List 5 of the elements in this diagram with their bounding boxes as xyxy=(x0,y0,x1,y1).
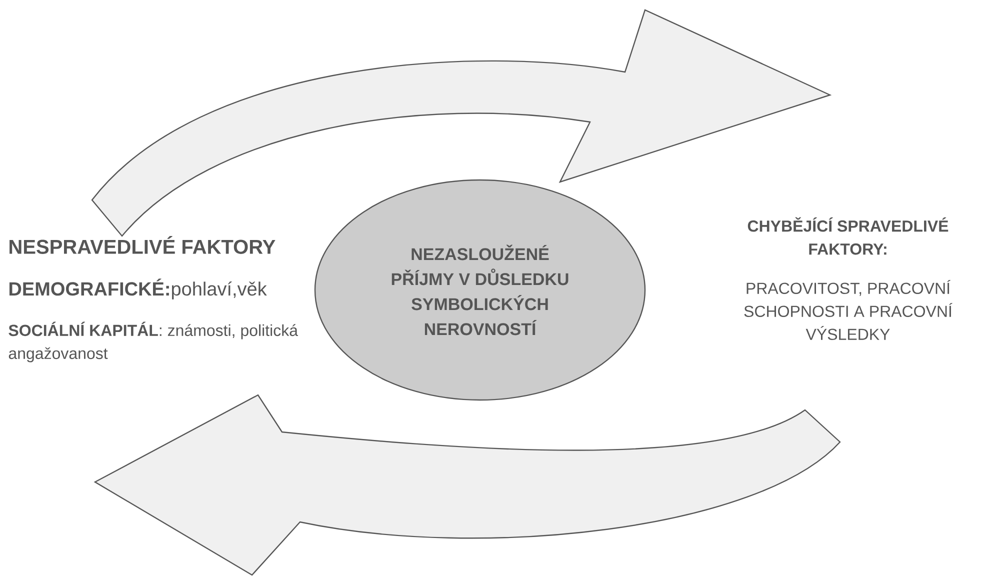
heading: NESPRAVEDLIVÉ FAKTORY xyxy=(10,236,276,254)
heading: CHYBĚJÍCÍ SPRAVEDLIVÉ FAKTORY: xyxy=(748,217,948,255)
label: SOCIÁLNÍ KAPITÁL: známosti, politická angažovanost xyxy=(8,322,298,362)
label: PRACOVITOST, PRACOVNÍ SCHOPNOSTI A PRACOVNÍ VÝSLEDKY xyxy=(744,280,952,340)
label: DEMOGRAFICKÉ:pohlaví,věk xyxy=(9,278,267,300)
